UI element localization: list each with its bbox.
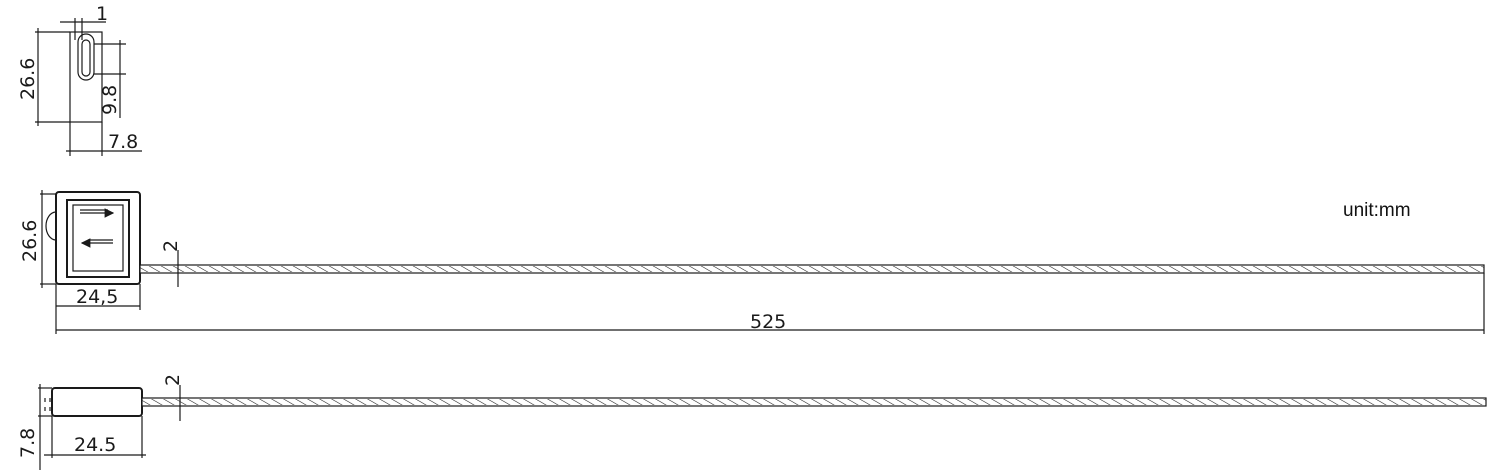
dim-height-front: 26.6 — [19, 220, 41, 262]
dim-height-top: 26.6 — [17, 58, 39, 100]
arrow-right-icon — [80, 208, 115, 218]
seal-window-inner — [72, 204, 124, 272]
arrow-left-icon — [80, 238, 113, 248]
cable-twist-front — [140, 266, 1484, 272]
cable-twist-side — [142, 399, 1486, 405]
dim-cable-diameter-front: 2 — [160, 240, 182, 252]
front-view: 2 26.6 24,5 525 — [19, 190, 1485, 334]
seal-window-outer — [66, 199, 130, 278]
cable-slot-outer — [77, 33, 95, 81]
dim-thickness-side: 7.8 — [17, 428, 39, 458]
dim-width-side: 24.5 — [74, 434, 116, 456]
seal-body-top — [69, 31, 103, 123]
side-view: 2 7.8 24.5 — [17, 374, 1487, 470]
seal-body-front — [55, 191, 141, 285]
cable-slot-inner — [81, 39, 91, 77]
dim-thickness-top: 7.8 — [108, 131, 138, 153]
unit-label: unit:mm — [1343, 200, 1411, 221]
seal-side-bulge — [45, 211, 57, 241]
dim-wire-gap: 1 — [96, 3, 108, 25]
seal-body-side — [51, 387, 143, 417]
dim-total-length: 525 — [750, 311, 786, 333]
top-view: 1 26.6 9.8 7.8 — [17, 3, 142, 156]
dim-slot: 9.8 — [99, 85, 121, 115]
dim-width-front: 24,5 — [76, 286, 118, 308]
dim-cable-diameter-side: 2 — [162, 374, 184, 386]
